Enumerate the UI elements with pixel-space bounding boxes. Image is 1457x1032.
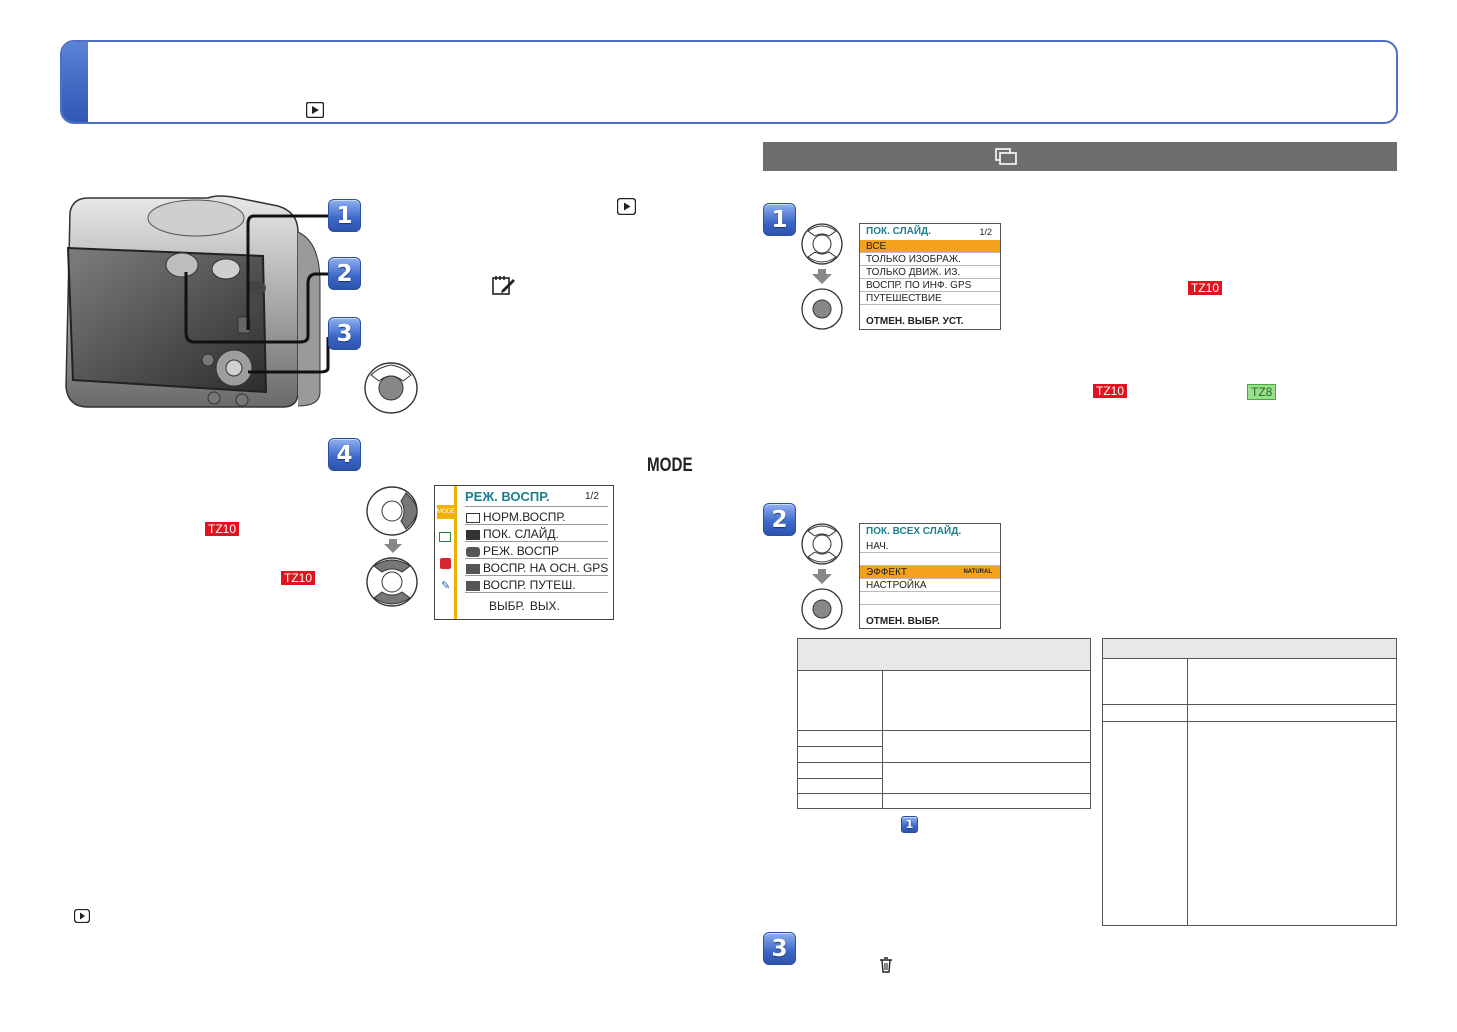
play-icon <box>466 513 480 523</box>
trash-icon <box>880 957 892 973</box>
play-mode-icon <box>74 909 90 923</box>
category-icon <box>466 547 480 557</box>
lcd-footer: ОТМЕН. ВЫБР. <box>866 616 940 627</box>
lcd-title: ПОК. СЛАЙД. 1/2 <box>860 224 1000 240</box>
play-mode-icon <box>617 198 636 215</box>
slideshow-all-menu-lcd: ПОК. ВСЕХ СЛАЙД. НАЧ. ЭФФЕКТ NATURAL НАС… <box>859 523 1001 629</box>
lcd-item-gps[interactable]: ВОСПР. ПО ИНФ. GPS <box>860 279 1000 292</box>
lcd-footer: ОТМЕН. ВЫБР. УСТ. <box>866 316 964 327</box>
cursor-pad-icon <box>801 523 843 565</box>
lcd-item-effect-value: NATURAL <box>963 569 992 575</box>
menu-tab-strip: MODE ✎ <box>435 486 457 619</box>
menu-item-slideshow[interactable]: ПОК. СЛАЙД. <box>465 526 608 542</box>
menu-tab-mode: MODE <box>437 505 455 519</box>
playback-mode-menu: MODE ✎ РЕЖ. ВОСПР. 1/2 НОРМ.ВОСПР. ПОК. … <box>434 485 614 620</box>
model-tag-tz10: TZ10 <box>1188 281 1223 295</box>
step-badge-2: 2 <box>763 503 796 536</box>
lcd-item-empty2 <box>860 592 1000 605</box>
slideshow-icon <box>995 148 1017 165</box>
step-badge-4: 4 <box>328 438 361 471</box>
menu-item-play-mode[interactable]: РЕЖ. ВОСПР <box>465 543 608 559</box>
step-badge-1-small: 1 <box>901 816 918 833</box>
arrow-down-icon <box>384 539 402 553</box>
lcd-title: ПОК. ВСЕХ СЛАЙД. <box>866 526 962 537</box>
setup-table-header <box>1102 638 1397 659</box>
cursor-pad-set-icon <box>801 588 843 630</box>
setup-table <box>1102 638 1397 926</box>
menu-page: 1/2 <box>585 491 599 502</box>
step-badge-3: 3 <box>763 932 796 965</box>
cursor-pad-up-down-icon <box>366 557 418 607</box>
cursor-pad-icon <box>364 362 418 414</box>
step-badge-1: 1 <box>763 203 796 236</box>
effect-table <box>797 638 1091 809</box>
travel-tab-icon <box>440 558 451 569</box>
header-banner <box>60 40 1398 124</box>
lcd-item-travel[interactable]: ПУТЕШЕСТВИЕ <box>860 292 1000 305</box>
arrow-down-icon <box>812 569 832 584</box>
step-badge-3: 3 <box>328 317 361 350</box>
gps-icon <box>466 564 480 574</box>
lcd-item-photos[interactable]: ТОЛЬКО ИЗОБРАЖ. <box>860 253 1000 266</box>
cursor-pad-set-icon <box>801 288 843 330</box>
effect-table-header <box>797 638 1091 671</box>
play-tab-icon <box>439 532 451 542</box>
step-badge-2: 2 <box>328 257 361 290</box>
wrench-icon: ✎ <box>441 580 451 592</box>
model-tag-tz10: TZ10 <box>205 522 240 536</box>
cursor-pad-up-down-icon <box>801 223 843 265</box>
menu-title: РЕЖ. ВОСПР. <box>465 489 550 504</box>
section-header-bar <box>763 142 1397 171</box>
slideshow-menu-lcd: ПОК. СЛАЙД. 1/2 ВСЕ ТОЛЬКО ИЗОБРАЖ. ТОЛЬ… <box>859 223 1001 330</box>
lcd-item-all[interactable]: ВСЕ <box>860 240 1000 253</box>
lcd-item-empty <box>860 553 1000 566</box>
camera-illustration <box>65 195 330 408</box>
menu-item-travel-play[interactable]: ВОСПР. ПУТЕШ. <box>465 577 608 593</box>
step-badge-1: 1 <box>328 199 361 232</box>
menu-set-icon <box>492 276 515 295</box>
play-mode-icon <box>306 102 324 118</box>
model-tag-tz10: TZ10 <box>281 571 316 585</box>
lcd-item-effect-label: ЭФФЕКТ <box>866 567 907 578</box>
lcd-title-text: ПОК. СЛАЙД. <box>866 226 931 237</box>
cursor-pad-right-icon <box>366 486 418 536</box>
arrow-down-icon <box>812 269 832 284</box>
menu-footer: ВЫБР. ВЫХ. <box>489 599 560 613</box>
model-tag-tz8: TZ8 <box>1247 384 1277 400</box>
slideshow-icon <box>466 530 480 540</box>
lcd-item-videos[interactable]: ТОЛЬКО ДВИЖ. ИЗ. <box>860 266 1000 279</box>
lcd-page: 1/2 <box>979 227 992 237</box>
lcd-item-start[interactable]: НАЧ. <box>860 540 1000 553</box>
travel-icon <box>466 581 480 591</box>
mode-label: MODE <box>647 455 693 476</box>
lcd-item-effect[interactable]: ЭФФЕКТ NATURAL <box>860 566 1000 579</box>
banner-tab <box>62 42 88 122</box>
lcd-item-setup[interactable]: НАСТРОЙКА <box>860 579 1000 592</box>
menu-item-normal-play[interactable]: НОРМ.ВОСПР. <box>465 509 608 525</box>
menu-item-gps-play[interactable]: ВОСПР. НА ОСН. GPS <box>465 560 608 576</box>
model-tag-tz10: TZ10 <box>1093 384 1128 398</box>
